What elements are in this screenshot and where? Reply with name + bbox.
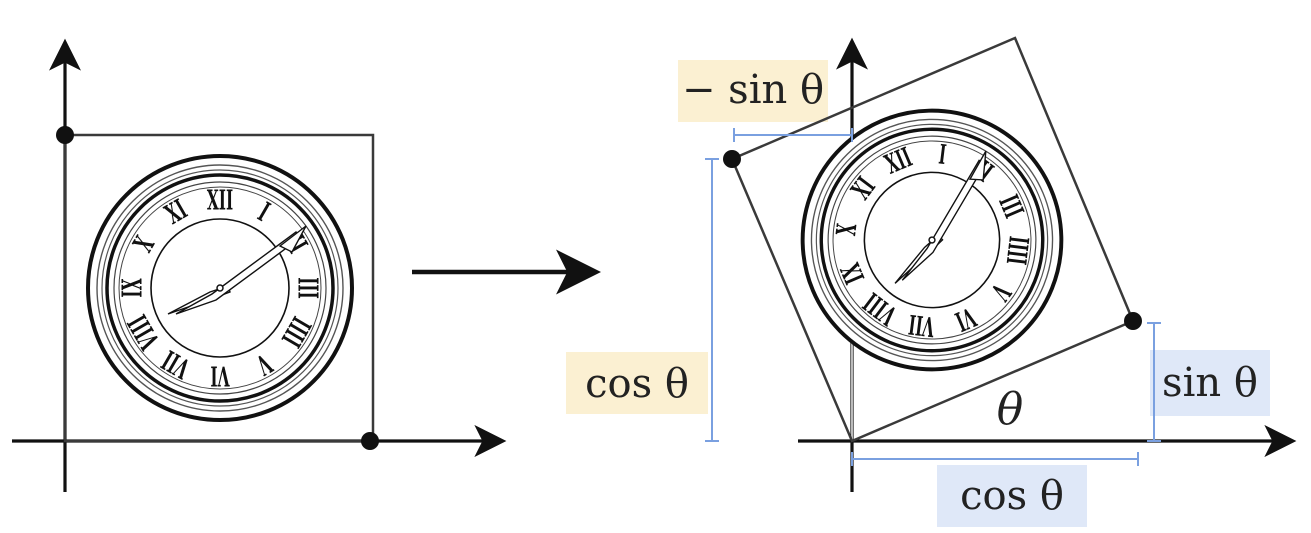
neg-sin-theta-label: − sin θ bbox=[682, 67, 824, 113]
cos-theta-bottom-label: cos θ bbox=[960, 473, 1064, 519]
cos-left-highlight bbox=[566, 352, 708, 414]
measure-sin-right bbox=[1147, 322, 1161, 442]
measure-cos-bottom bbox=[851, 452, 1139, 466]
theta-angle-label: θ bbox=[997, 384, 1024, 435]
left-corner-point-right bbox=[361, 432, 379, 450]
left-figure bbox=[12, 38, 507, 492]
right-figure: − sin θ cos θ sin θ cos θ θ bbox=[566, 36, 1297, 527]
left-corner-point-top bbox=[56, 126, 74, 144]
sin-right-highlight bbox=[1150, 350, 1270, 416]
measure-cos-left bbox=[705, 158, 719, 442]
rotated-square-frame bbox=[730, 36, 1135, 443]
left-clock bbox=[86, 154, 354, 422]
left-square-frame bbox=[63, 133, 375, 443]
right-corner-point-right bbox=[1124, 312, 1142, 330]
neg-sin-highlight bbox=[678, 60, 828, 122]
measure-neg-sin bbox=[733, 128, 853, 142]
right-corner-point-left bbox=[723, 150, 741, 168]
cos-theta-left-label: cos θ bbox=[585, 361, 689, 407]
cos-bottom-highlight bbox=[937, 465, 1087, 527]
sin-theta-right-label: sin θ bbox=[1162, 360, 1258, 406]
